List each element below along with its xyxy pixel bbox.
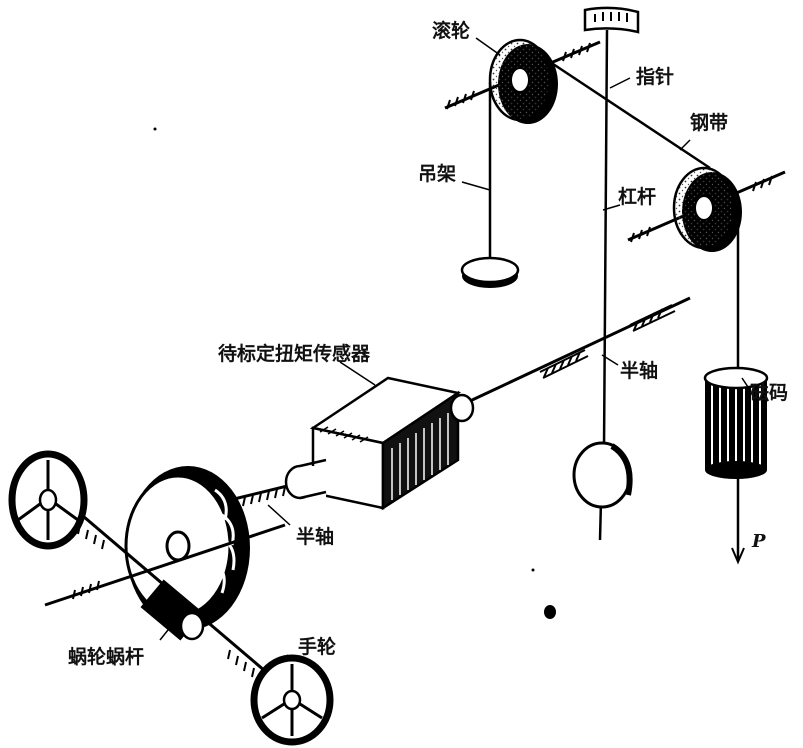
handwheel-left <box>8 450 88 550</box>
leader-lines <box>159 37 751 666</box>
scan-specks <box>153 127 556 619</box>
left-shaft-bearing <box>242 486 286 507</box>
label-hanger: 吊架 <box>418 163 457 185</box>
label-weights: 砝码 <box>750 382 789 404</box>
label-worm-gear: 蜗轮蜗杆 <box>68 646 145 668</box>
top-roller <box>444 38 601 124</box>
label-steel-band: 钢带 <box>690 112 729 134</box>
pointer-scale <box>583 6 640 34</box>
label-roller: 滚轮 <box>432 20 471 42</box>
hanger <box>460 82 520 288</box>
label-lever: 杠杆 <box>618 186 657 208</box>
worm <box>140 579 205 641</box>
weights <box>703 366 769 565</box>
handwheel-right <box>250 654 334 746</box>
label-force-p: P <box>752 531 766 552</box>
lever-counterweight <box>572 441 633 509</box>
torque-sensor <box>284 376 475 511</box>
label-handwheel: 手轮 <box>298 636 337 658</box>
label-half-shaft-left: 半轴 <box>296 526 335 548</box>
label-half-shaft-right: 半轴 <box>620 360 659 382</box>
label-sensor: 待标定扭矩传感器 <box>218 343 371 365</box>
right-shaft-bearings <box>539 304 676 379</box>
right-roller <box>627 166 786 252</box>
label-pointer: 指针 <box>636 66 675 88</box>
